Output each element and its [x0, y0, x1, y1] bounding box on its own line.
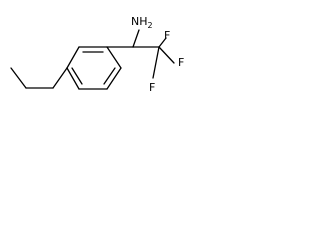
ring-double-bond-2 — [103, 67, 116, 85]
label-fluorine-right: F — [178, 56, 184, 69]
label-fluorine-bottom: F — [149, 81, 155, 94]
bond-c-f-bottom — [152, 46, 160, 79]
ring-bond-4 — [106, 67, 122, 90]
bond-propyl-3 — [52, 67, 68, 89]
ring-double-bond-3 — [71, 67, 83, 85]
benzene-ring — [66, 46, 122, 90]
label-fluorine-top: F — [164, 29, 170, 42]
propyl-chain — [10, 67, 68, 89]
ring-bond-3 — [106, 46, 122, 69]
bond-c-f-right — [158, 46, 175, 64]
side-chain — [106, 29, 175, 79]
structural-formula: NH2 F F F — [10, 15, 184, 94]
bond-c-f-top — [158, 37, 167, 48]
label-nh2: NH2 — [131, 15, 153, 30]
bond-ch-n — [132, 29, 140, 48]
bond-propyl-1 — [10, 67, 27, 89]
ring-bond-1 — [66, 46, 80, 69]
ring-bond-6 — [66, 67, 80, 90]
